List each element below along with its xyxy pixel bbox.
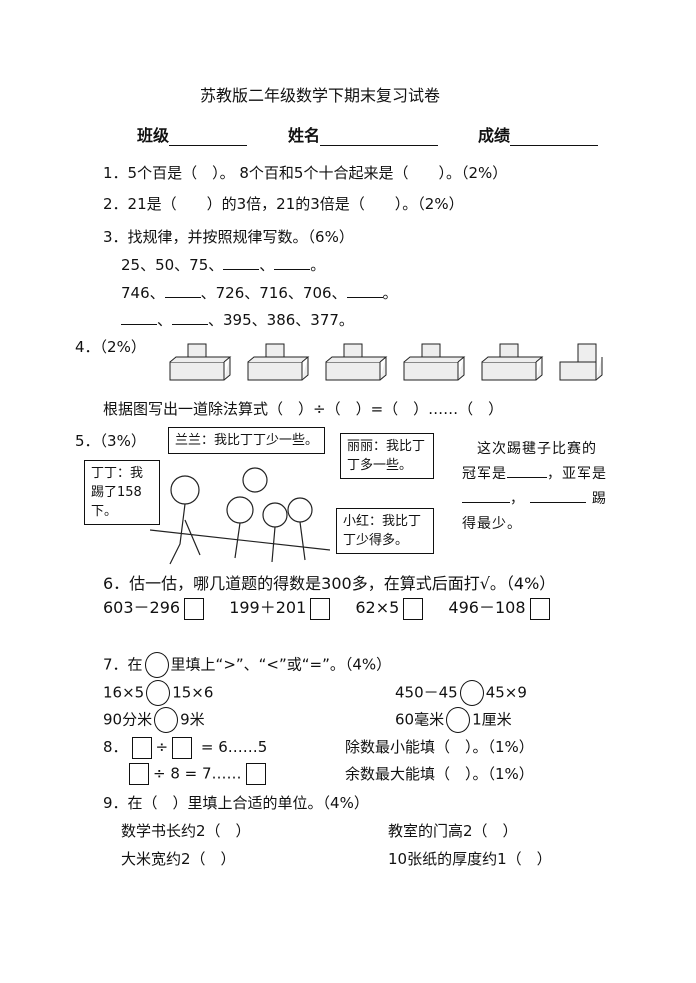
checkbox-4[interactable] xyxy=(529,597,550,620)
question-9: 9．在（ ）里填上合适的单位。（4%） xyxy=(103,794,369,812)
cube-figure-5 xyxy=(481,343,544,381)
speech-bubble-lili: 丽丽：我比丁丁多一些。 xyxy=(340,433,434,479)
question-5: 5．（3%） xyxy=(75,432,146,450)
score-field[interactable]: 成绩 xyxy=(478,122,599,146)
answer-box[interactable] xyxy=(131,736,152,759)
q4-instruction: 根据图写出一道除法算式（ ）÷（ ）=（ ）……（ ） xyxy=(103,400,504,418)
q3-row-2: 746、、726、716、706、。 xyxy=(121,284,398,302)
q6-items: 603－296 199＋201 62×5 496－108 xyxy=(103,594,554,620)
question-6: 6．估一估，哪几道题的得数是300多，在算式后面打√。（4%） xyxy=(103,574,556,593)
page-title: 苏教版二年级数学下期末复习试卷 xyxy=(200,86,441,105)
question-1: 1．5个百是（ ）。 8个百和5个十合起来是（ ）。（2%） xyxy=(103,164,508,182)
cube-figure-1 xyxy=(169,343,232,381)
cube-figure-6 xyxy=(559,343,603,381)
speech-bubble-dingding: 丁丁：我踢了158下。 xyxy=(84,460,160,525)
children-illustration xyxy=(150,467,330,565)
answer-box[interactable] xyxy=(172,736,193,759)
q5-answer: 这次踢毽子比赛的冠军是，亚军是， 踢得最少。 xyxy=(462,441,607,532)
compare-circle[interactable] xyxy=(154,707,179,733)
compare-circle[interactable] xyxy=(146,680,171,706)
question-8-row-2: ÷ 8 = 7…… xyxy=(125,763,270,785)
q9-item-4: 10张纸的厚度约1（ ） xyxy=(388,850,552,868)
compare-circle[interactable] xyxy=(446,707,471,733)
answer-box[interactable] xyxy=(129,763,149,785)
q8-question-2: 余数最大能填（ ）。（1%） xyxy=(345,765,534,783)
question-7: 7．在里填上“>”、“<”或“=”。（4%） xyxy=(103,652,391,678)
cube-figures xyxy=(169,343,603,381)
cube-figure-4 xyxy=(403,343,466,381)
class-label: 班级 xyxy=(137,126,170,145)
q9-item-1: 数学书长约2（ ） xyxy=(121,822,251,840)
cube-figure-3 xyxy=(325,343,388,381)
compare-circle[interactable] xyxy=(459,680,484,706)
q9-item-2: 教室的门高2（ ） xyxy=(388,822,518,840)
q8-question-1: 除数最小能填（ ）。（1%） xyxy=(345,738,534,756)
checkbox-3[interactable] xyxy=(403,597,424,620)
cube-figure-2 xyxy=(247,343,310,381)
answer-box[interactable] xyxy=(245,763,266,785)
checkbox-2[interactable] xyxy=(310,597,331,620)
checkbox-1[interactable] xyxy=(184,597,205,620)
question-8-row-1: 8．÷ = 6……5 xyxy=(103,736,267,759)
class-field[interactable]: 班级 xyxy=(137,122,248,146)
name-field[interactable]: 姓名 xyxy=(288,122,439,146)
q9-item-3: 大米宽约2（ ） xyxy=(121,850,236,868)
name-label: 姓名 xyxy=(288,126,321,145)
question-3: 3．找规律，并按照规律写数。（6%） xyxy=(103,228,354,246)
q3-row-1: 25、50、75、、。 xyxy=(121,256,326,274)
speech-bubble-lanlan: 兰兰：我比丁丁少一些。 xyxy=(168,427,326,454)
question-4: 4．（2%） xyxy=(75,338,146,356)
speech-bubble-xiaohong: 小红：我比丁丁少得多。 xyxy=(336,508,434,554)
question-2: 2．21是（ ）的3倍，21的3倍是（ ）。（2%） xyxy=(103,195,464,213)
score-label: 成绩 xyxy=(478,126,511,145)
q3-row-3: 、、395、386、377。 xyxy=(121,309,354,330)
